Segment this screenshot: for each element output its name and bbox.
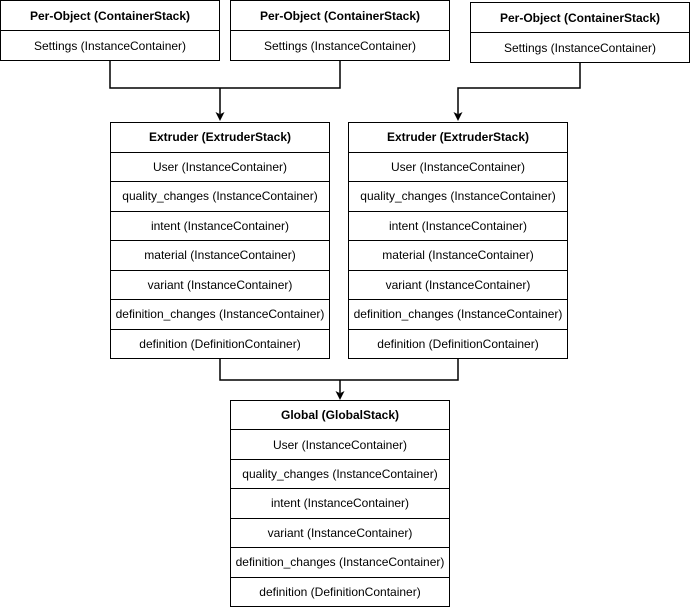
per-object-stack-3: Per-Object (ContainerStack) Settings (In… [470,2,690,63]
container-row: definition_changes (InstanceContainer) [111,299,329,329]
extruder-stack-1: Extruder (ExtruderStack) User (InstanceC… [110,122,330,359]
container-row: Settings (InstanceContainer) [1,30,219,60]
container-row: User (InstanceContainer) [111,151,329,182]
arrowhead-extruder2 [453,112,463,121]
per-object-stack-2: Per-Object (ContainerStack) Settings (In… [230,0,450,61]
container-row: User (InstanceContainer) [231,429,449,458]
per-object-stack-1: Per-Object (ContainerStack) Settings (In… [0,0,220,61]
container-row: Settings (InstanceContainer) [231,30,449,60]
box-title: Global (GlobalStack) [280,408,400,423]
connector-perobject1-perobject2-to-extruder1 [109,60,341,89]
box-title: Extruder (ExtruderStack) [148,130,292,145]
arrowhead-extruder1 [215,112,225,121]
container-row: quality_changes (InstanceContainer) [349,181,567,211]
container-row: variant (InstanceContainer) [111,269,329,300]
connector-extruders-to-global [219,357,459,381]
connector-perobject3-to-extruder2 [457,60,581,114]
container-row: quality_changes (InstanceContainer) [231,458,449,488]
container-row: definition (DefinitionContainer) [231,576,449,606]
container-row: variant (InstanceContainer) [349,269,567,300]
container-row: variant (InstanceContainer) [231,517,449,547]
container-row: intent (InstanceContainer) [349,210,567,241]
container-row: definition (DefinitionContainer) [349,328,567,359]
container-row: material (InstanceContainer) [349,240,567,270]
container-row: definition (DefinitionContainer) [111,328,329,359]
global-stack: Global (GlobalStack) User (InstanceConta… [230,400,450,607]
container-row: quality_changes (InstanceContainer) [111,181,329,211]
container-row: intent (InstanceContainer) [231,488,449,517]
container-row: User (InstanceContainer) [349,151,567,182]
box-title: Extruder (ExtruderStack) [386,130,530,145]
container-row: material (InstanceContainer) [111,240,329,270]
container-row: Settings (InstanceContainer) [471,32,689,62]
box-title: Per-Object (ContainerStack) [259,8,421,23]
container-row: definition_changes (InstanceContainer) [349,299,567,329]
container-row: definition_changes (InstanceContainer) [231,547,449,576]
extruder-stack-2: Extruder (ExtruderStack) User (InstanceC… [348,122,568,359]
box-title: Per-Object (ContainerStack) [499,10,661,25]
box-title: Per-Object (ContainerStack) [29,8,191,23]
arrowhead-global [335,391,345,400]
container-row: intent (InstanceContainer) [111,210,329,241]
